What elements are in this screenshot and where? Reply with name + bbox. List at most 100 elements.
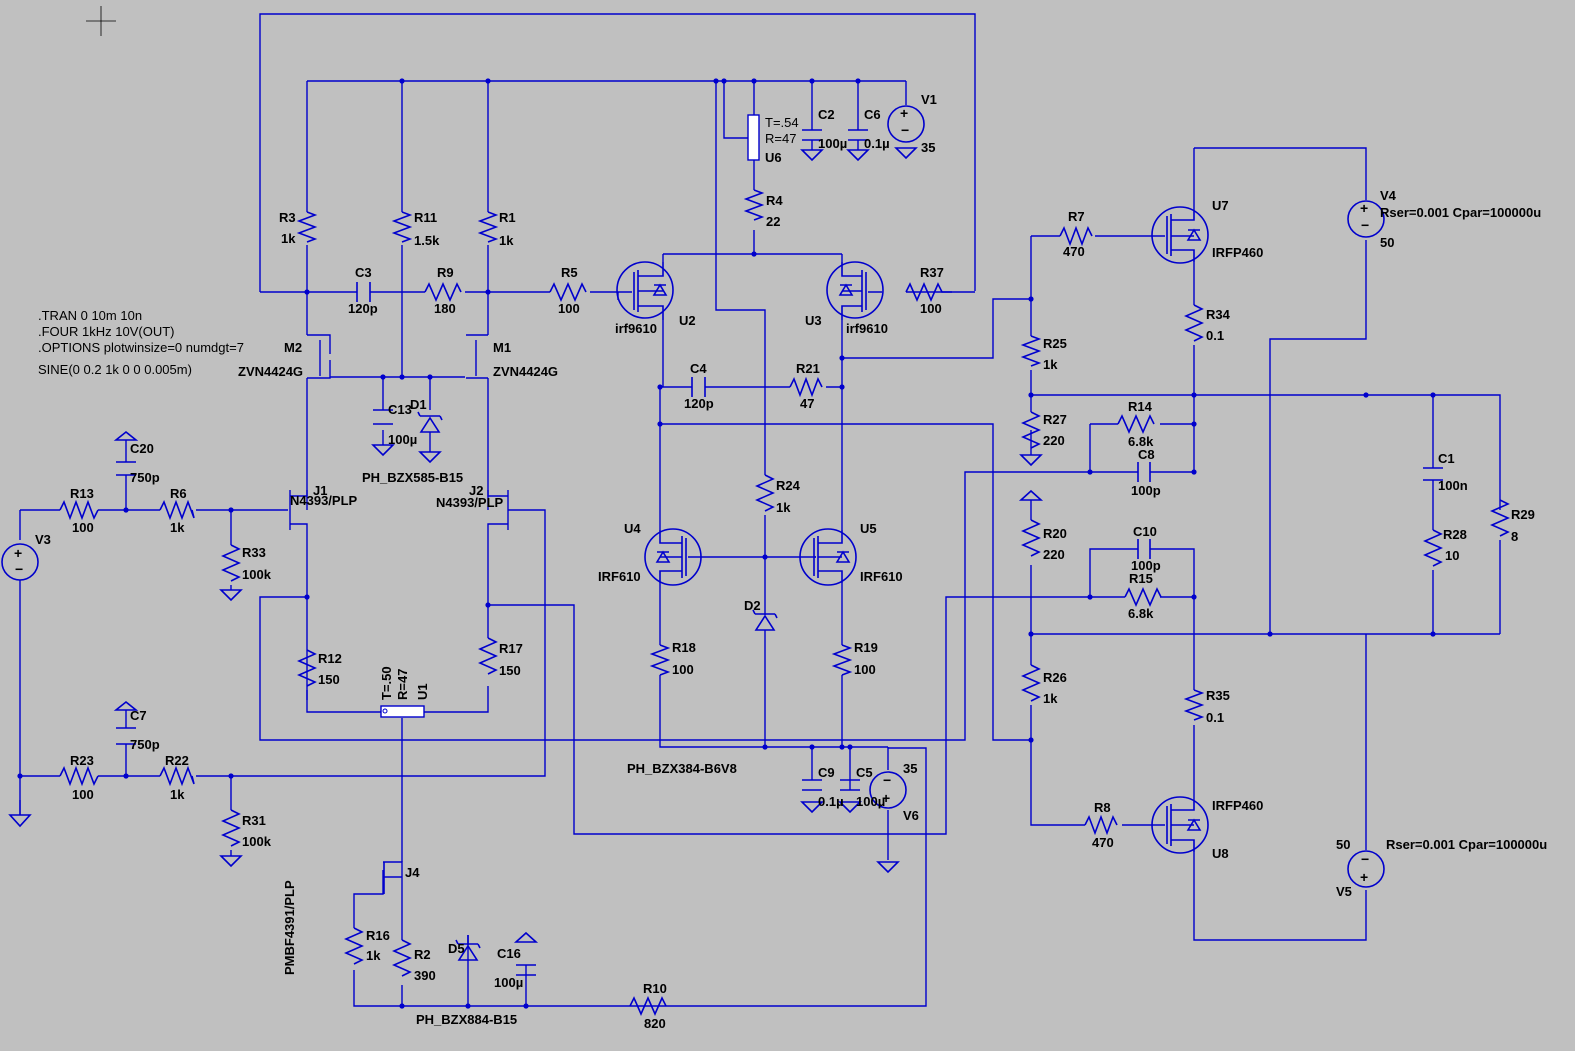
r33-value-label: 100k (242, 567, 272, 582)
v5-value-label: 50 (1336, 837, 1350, 852)
c6-name-label: C6 (864, 107, 881, 122)
resistor-symbol (549, 282, 587, 302)
svg-text:+: + (1360, 200, 1368, 216)
crosshair-cursor-icon (86, 6, 116, 36)
v5-extra-label: Rser=0.001 Cpar=100000u (1386, 837, 1547, 852)
svg-text:−: − (901, 122, 909, 138)
voltage-sources: +− +− +− −+ −+ (1, 105, 1385, 888)
u1-r-label: R=47 (395, 669, 410, 700)
u1-t-label: T=.50 (379, 666, 394, 700)
u7-name-label: U7 (1212, 198, 1229, 213)
wires (19, 13, 1501, 1007)
r10-value-label: 820 (644, 1016, 666, 1031)
r35-value-label: 0.1 (1206, 710, 1224, 725)
v3-name-label: V3 (35, 532, 51, 547)
r6-name-label: R6 (170, 486, 187, 501)
j1-value-label: N4393/PLP (290, 493, 358, 508)
v1-name-label: V1 (921, 92, 937, 107)
resistor-symbol (1059, 225, 1093, 247)
svg-text:−: − (883, 772, 891, 788)
r24-name-label: R24 (776, 478, 801, 493)
j2-name-label: J2 (469, 483, 483, 498)
r16-name-label: R16 (366, 928, 390, 943)
d5-name-label: D5 (448, 941, 465, 956)
resistor-symbol (59, 765, 99, 787)
resistor-symbol (1183, 689, 1205, 721)
resistor-symbol (424, 282, 462, 302)
r13-value-label: 100 (72, 520, 94, 535)
r1-value-label: 1k (499, 233, 514, 248)
u8-name-label: U8 (1212, 846, 1229, 861)
resistor-symbol (391, 211, 413, 243)
resistor-symbol (159, 765, 195, 787)
labels: .TRAN 0 10m 10n .FOUR 1kHz 10V(OUT) .OPT… (35, 92, 1547, 1031)
r19-name-label: R19 (854, 640, 878, 655)
r5-name-label: R5 (561, 265, 578, 280)
r9-name-label: R9 (437, 265, 454, 280)
resistors (59, 189, 1510, 1016)
m2-name-label: M2 (284, 340, 302, 355)
capacitors (116, 129, 1443, 976)
diodes-and-pots (380, 114, 778, 961)
svg-text:+: + (882, 790, 890, 806)
resistor-symbol (478, 637, 498, 675)
u4-value-label: IRF610 (598, 569, 641, 584)
r31-value-label: 100k (242, 834, 272, 849)
svg-text:+: + (1360, 869, 1368, 885)
svg-text:+: + (14, 545, 22, 561)
u4-name-label: U4 (624, 521, 641, 536)
resistor-symbol (477, 211, 499, 243)
j4-value-label: PMBF4391/PLP (282, 880, 297, 975)
d2-name-label: D2 (744, 598, 761, 613)
m1-name-label: M1 (493, 340, 511, 355)
r7-value-label: 470 (1063, 244, 1085, 259)
resistor-symbol (1021, 664, 1041, 702)
c13-value-label: 100µ (388, 432, 417, 447)
u6-name-label: U6 (765, 150, 782, 165)
r9-value-label: 180 (434, 301, 456, 316)
c16-name-label: C16 (497, 946, 521, 961)
c3-value-label: 120p (348, 301, 378, 316)
j4-name-label: J4 (405, 865, 420, 880)
v4-extra-label: Rser=0.001 Cpar=100000u (1380, 205, 1541, 220)
c10-value-label: 100p (1131, 558, 1161, 573)
c1-value-label: 100n (1438, 478, 1468, 493)
r25-name-label: R25 (1043, 336, 1067, 351)
u6-r-label: R=47 (765, 131, 796, 146)
r29-name-label: R29 (1511, 507, 1535, 522)
c10-name-label: C10 (1133, 524, 1157, 539)
r12-name-label: R12 (318, 651, 342, 666)
r20-value-label: 220 (1043, 547, 1065, 562)
c2-value-label: 100µ (818, 136, 847, 151)
c8-name-label: C8 (1138, 447, 1155, 462)
c4-name-label: C4 (690, 361, 707, 376)
resistor-symbol (221, 544, 241, 582)
r28-name-label: R28 (1443, 527, 1467, 542)
v1-value-label: 35 (921, 140, 935, 155)
svg-text:+: + (900, 105, 908, 121)
r13-name-label: R13 (70, 486, 94, 501)
r3-name-label: R3 (279, 210, 296, 225)
r3-value-label: 1k (281, 231, 296, 246)
d1-name-label: D1 (410, 397, 427, 412)
d5-value-label: PH_BZX884-B15 (416, 1012, 517, 1027)
r6-value-label: 1k (170, 520, 185, 535)
r14-name-label: R14 (1128, 399, 1153, 414)
c13-name-label: C13 (388, 402, 412, 417)
r24-value-label: 1k (776, 500, 791, 515)
u8-value-label: IRFP460 (1212, 798, 1263, 813)
r22-name-label: R22 (165, 753, 189, 768)
r22-value-label: 1k (170, 787, 185, 802)
resistor-symbol (1117, 414, 1155, 434)
r7-name-label: R7 (1068, 209, 1085, 224)
resistor-symbol (392, 939, 412, 977)
u5-value-label: IRF610 (860, 569, 903, 584)
r8-value-label: 470 (1092, 835, 1114, 850)
resistor-symbol (1490, 499, 1510, 537)
r16-value-label: 1k (366, 948, 381, 963)
r15-value-label: 6.8k (1128, 606, 1154, 621)
c16-value-label: 100µ (494, 975, 523, 990)
r27-name-label: R27 (1043, 412, 1067, 427)
c5-value-label: 100µ (856, 794, 885, 809)
